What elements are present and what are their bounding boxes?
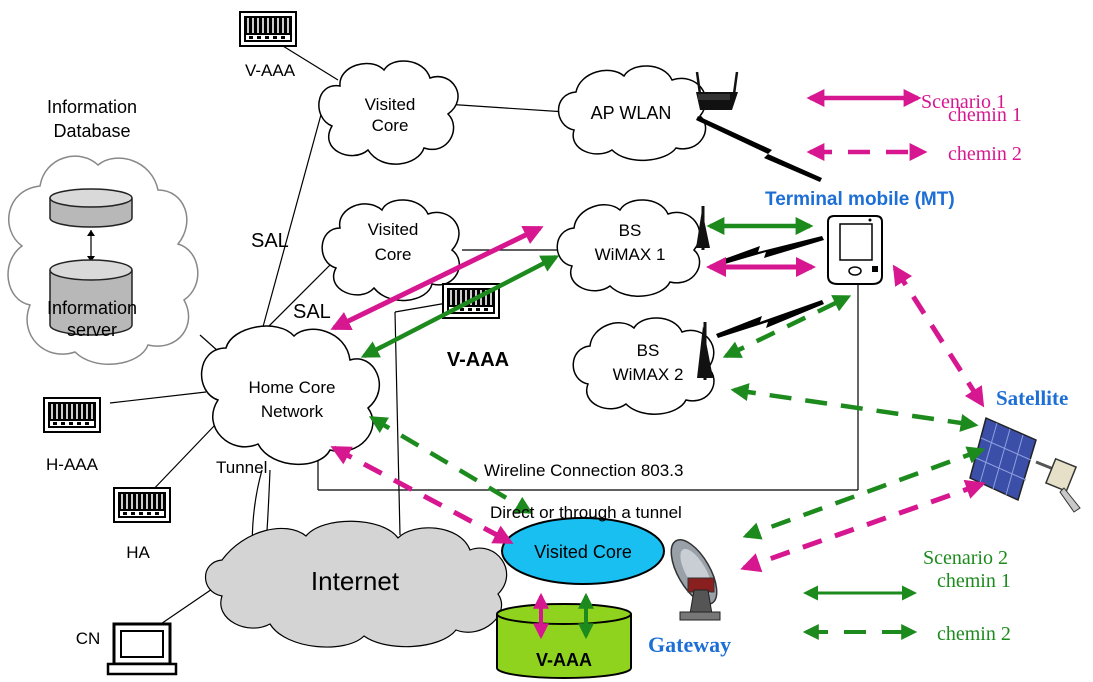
server-rack-icon [43, 397, 101, 433]
radio-antenna-icon [696, 206, 710, 250]
vaaa-db-label: V-AAA [536, 650, 592, 670]
wireline-label: Wireline Connection 803.3 [484, 461, 683, 480]
terminal-mobile-label: Terminal mobile (MT) [765, 189, 955, 210]
visited-core-bottom-label: Visited Core [534, 542, 632, 562]
gateway-label: Gateway [648, 632, 731, 657]
server-rack-icon [113, 487, 171, 523]
satellite-icon [969, 416, 1081, 513]
haaa-label: H-AAA [46, 455, 99, 474]
ap-wlan-cloud: AP WLAN [557, 65, 707, 162]
cn-label: CN [76, 629, 101, 648]
computer-monitor-icon [106, 622, 178, 676]
sal-label-1: SAL [251, 230, 289, 252]
server-rack-icon [239, 11, 297, 47]
direct-tunnel-label: Direct or through a tunnel [490, 503, 682, 522]
visited-core-bottom: Visited Core [501, 517, 665, 585]
vaaa-mid-label: V-AAA [447, 349, 509, 371]
legend-scenario2: Scenario 2 [923, 547, 1008, 569]
sal-label-2: SAL [293, 301, 331, 323]
satellite-dish-icon [670, 539, 721, 621]
legend-s2-chemin2: chemin 2 [937, 623, 1011, 645]
tunnel-label: Tunnel [216, 458, 267, 477]
legend: Scenario 1 chemin 1 chemin 2 Scenario 2 … [802, 89, 1022, 645]
radio-antenna-icon [697, 322, 713, 380]
scenario2-arrows [360, 217, 986, 640]
satellite-label: Satellite [996, 386, 1068, 410]
mobile-terminal-icon [827, 215, 883, 285]
vaaa-database: V-AAA [496, 603, 632, 679]
information-server-cylinder [49, 259, 133, 336]
internet-cloud: Internet [205, 520, 508, 648]
ap-wlan-label: AP WLAN [591, 103, 672, 123]
database-cylinder-icon [49, 188, 133, 228]
legend-s2-chemin1: chemin 1 [937, 570, 1011, 592]
legend-scenario1: Scenario 1 [921, 91, 1006, 113]
legend-s1-chemin2: chemin 2 [948, 143, 1022, 165]
wifi-router-icon [695, 71, 739, 110]
network-links [109, 37, 859, 631]
internet-label: Internet [311, 566, 400, 596]
legend-s1-chemin1: chemin 1 [948, 104, 1022, 126]
ha-label: HA [126, 543, 150, 562]
labels: V-AAA V-AAA H-AAA HA CN SAL SAL Tunnel W… [46, 61, 1068, 657]
vaaa-top-label: V-AAA [245, 61, 296, 80]
